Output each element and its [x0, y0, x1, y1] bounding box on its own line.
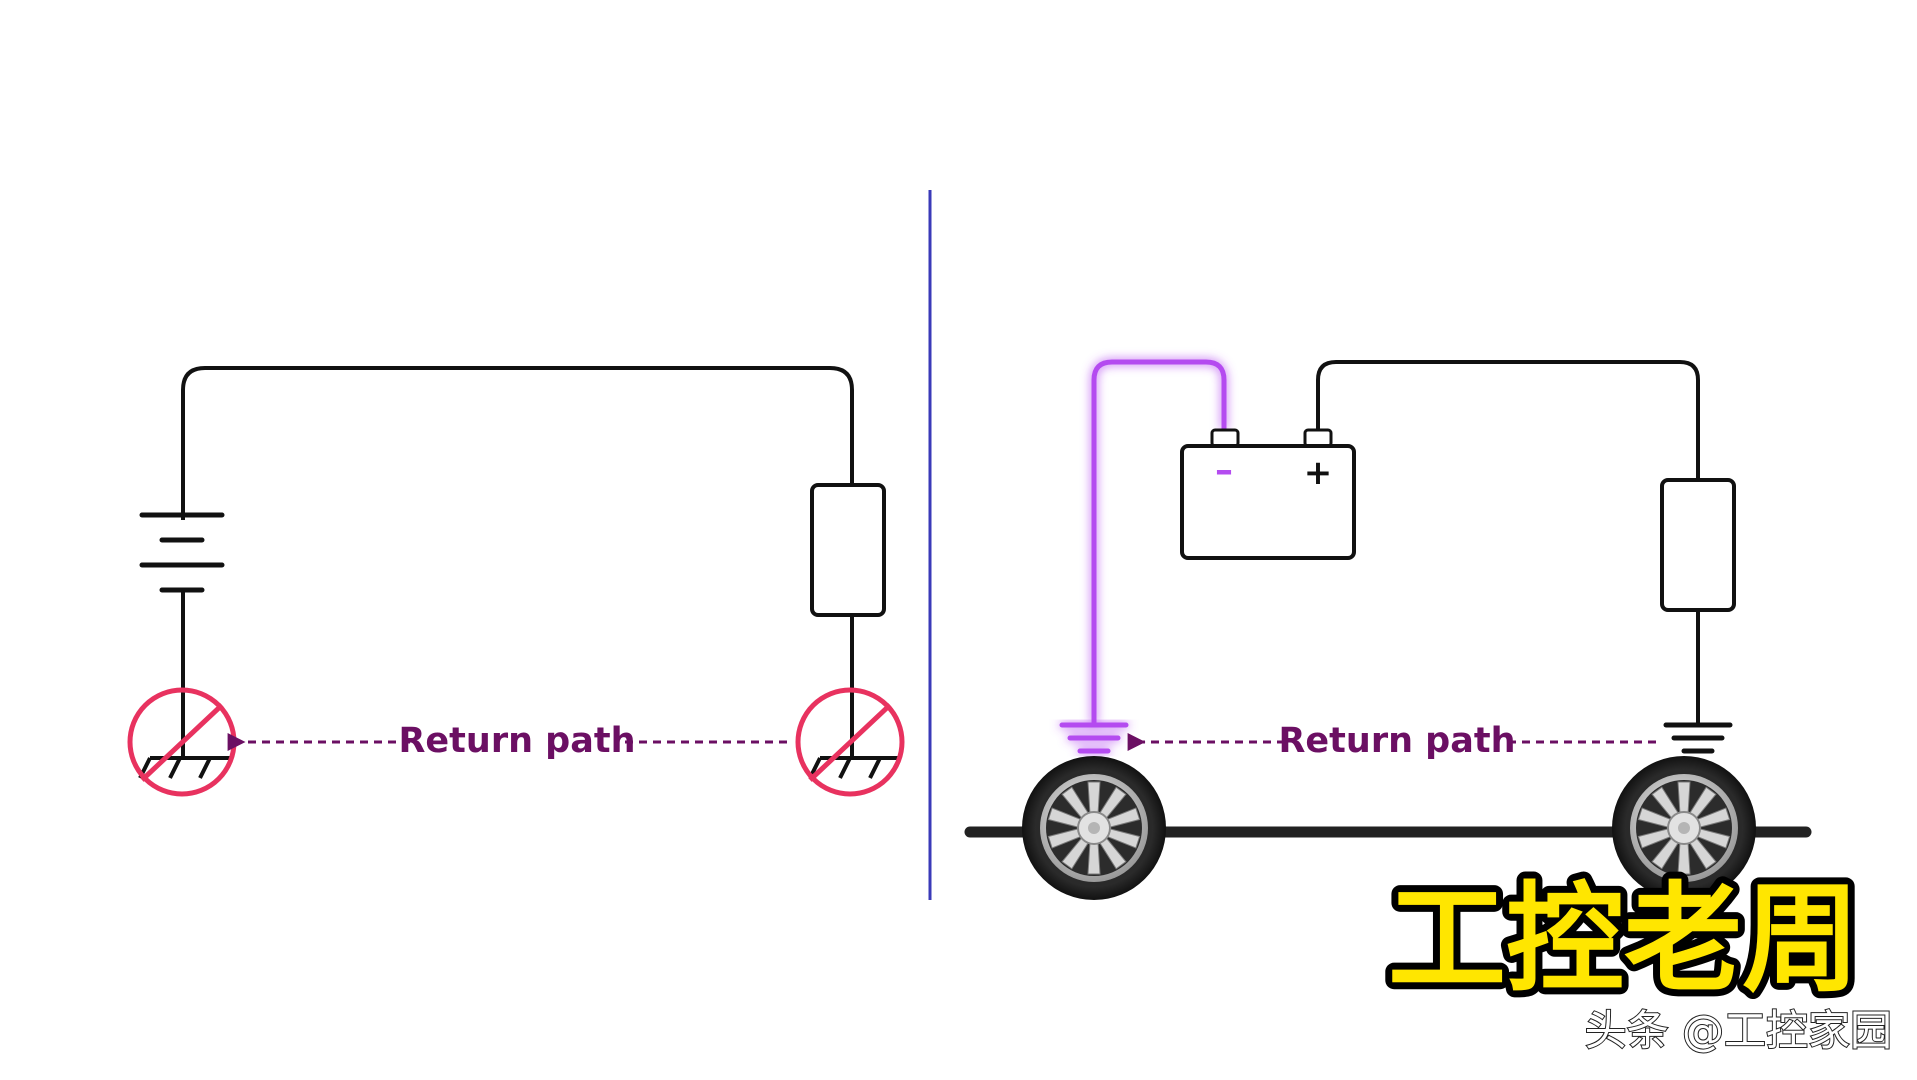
positive-wire: [1316, 360, 1700, 480]
negative-ground-wire: [1091, 359, 1227, 725]
left-battery-symbol: [139, 512, 225, 593]
battery-positive-label: +: [1304, 453, 1333, 493]
left-panel: Return path: [127, 366, 905, 797]
left-ground-prohibited-2: [795, 687, 905, 797]
no-sign-icon: [795, 687, 905, 797]
left-load-box: [810, 483, 886, 617]
battery-negative-label: –: [1215, 450, 1233, 491]
front-wheel-icon: [1021, 755, 1167, 901]
chassis-ground-icon: [1663, 722, 1733, 754]
right-return-label: Return path: [1278, 721, 1515, 761]
battery-icon: – +: [1180, 428, 1356, 560]
left-top-wire: [181, 366, 854, 520]
left-return-label: Return path: [398, 721, 635, 761]
watermark-text: 头条 @工控家园: [1585, 1006, 1892, 1055]
chassis-ground-icon: [1059, 722, 1129, 754]
brand-overlay-text: 工控老周: [1388, 870, 1860, 1008]
right-load-box: [1660, 478, 1736, 612]
right-panel: – + Return path: [964, 359, 1812, 901]
